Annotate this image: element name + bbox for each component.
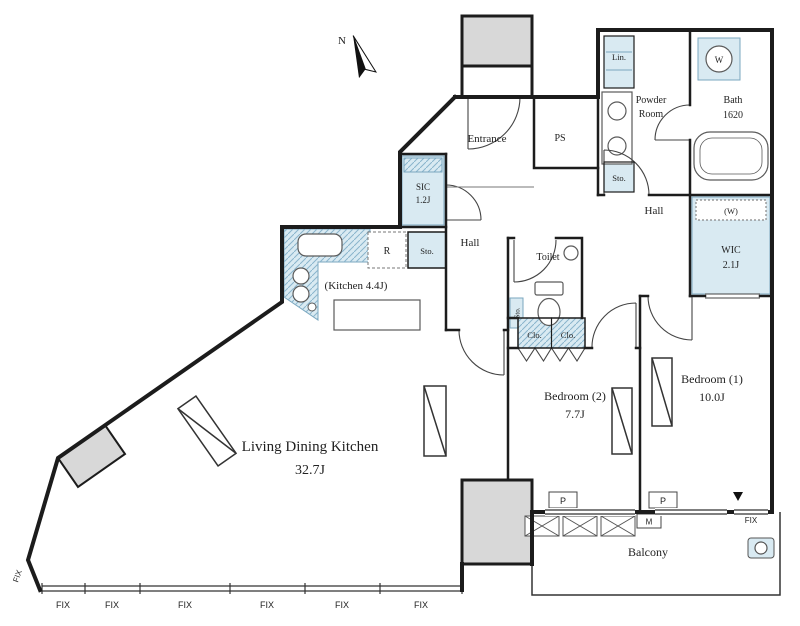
closet-folding-doors	[517, 346, 586, 363]
stove-burner-icon	[292, 267, 310, 285]
balcony-label: Balcony	[628, 545, 668, 559]
wic-size-label: 2.1J	[723, 260, 740, 271]
entrance-door	[467, 96, 521, 150]
room-columns	[176, 357, 673, 468]
sic-door	[445, 184, 482, 221]
pipe-right-label: P	[660, 496, 666, 506]
north-label: N	[338, 35, 346, 47]
closet-right-label: Clo.	[561, 330, 575, 340]
fix-label-3: FIX	[178, 600, 192, 610]
linen-label: Lin.	[612, 52, 626, 62]
bedroom1-label: Bedroom (1)	[681, 372, 743, 386]
toilet-storage-label: Sto.	[514, 307, 522, 318]
powder-storage-label: Sto.	[612, 173, 625, 183]
toilet-door	[513, 239, 557, 283]
toilet-tank	[534, 281, 564, 296]
bedroom1-size-label: 10.0J	[699, 390, 725, 404]
ldk-west-column	[176, 394, 238, 468]
kitchen-island	[333, 299, 421, 331]
refrigerator-space	[367, 231, 407, 269]
entrance-label: Entrance	[467, 133, 506, 145]
toilet-walls	[506, 236, 584, 320]
meter-label: M	[646, 518, 653, 527]
kitchen-sink	[297, 233, 343, 257]
refrigerator-label: R	[384, 246, 391, 257]
north-arrow-icon	[352, 35, 378, 79]
interior-walls	[398, 28, 774, 514]
fix-label-right: FIX	[745, 516, 758, 525]
ldk-label: Living Dining Kitchen	[242, 439, 379, 455]
window-marker-triangle	[733, 492, 743, 501]
ldk-size-label: 32.7J	[295, 463, 326, 478]
shaft-connector-walls	[460, 64, 534, 99]
linen-outline	[603, 35, 635, 89]
bedroom1-door	[647, 295, 693, 341]
ldk-east-column-brace	[423, 385, 447, 457]
vanity-basin	[607, 101, 627, 121]
west-exterior-wall	[25, 94, 458, 593]
stove-burner-icon	[307, 302, 317, 312]
ps-walls	[532, 95, 600, 170]
top-shaft-column	[460, 14, 534, 68]
linen-closet	[603, 35, 635, 89]
toilet-label: Toilet	[536, 252, 559, 263]
washer-icon	[705, 45, 733, 73]
bedroom2-door	[591, 302, 637, 349]
fixtures	[534, 45, 769, 555]
washer-alt-space	[695, 199, 767, 221]
bath-size-label: 1620	[723, 110, 743, 121]
powder-room-label-2: Room	[639, 109, 664, 120]
hall-front-label: Hall	[461, 237, 480, 249]
sic-size-label: 1.2J	[416, 195, 431, 205]
fix-label-2: FIX	[105, 600, 119, 610]
sic-label: SIC	[416, 182, 430, 192]
balcony-drain	[754, 541, 768, 555]
hall-rear-label: Hall	[645, 205, 664, 217]
bath-door	[654, 104, 691, 141]
powder-storage-outline	[603, 161, 635, 193]
structural-columns	[56, 14, 534, 566]
balcony-and-windows	[41, 491, 781, 596]
fix-label-left: FIX	[11, 568, 24, 583]
bedroom2-column-brace	[611, 387, 633, 455]
sic-shelf	[403, 157, 443, 173]
ldk-window-band	[41, 583, 463, 594]
bedroom2-size-label: 7.7J	[565, 407, 585, 421]
toilet-hand-basin	[563, 245, 579, 261]
wic-label: WIC	[721, 245, 741, 256]
washer-alt-label: (W)	[724, 206, 738, 216]
ps-label: PS	[554, 133, 565, 144]
washer-label: W	[715, 55, 724, 65]
kitchen-counter	[283, 228, 421, 331]
room-labels: Entrance PS Powder Room Bath 1620 W Lin.…	[242, 52, 743, 559]
toilet-bowl	[537, 297, 561, 327]
window-masks-top	[545, 508, 768, 516]
fix-label-6: FIX	[414, 600, 428, 610]
powder-room-label-1: Powder	[636, 95, 667, 106]
northeast-exterior-wall	[596, 28, 774, 514]
balcony-outline	[531, 512, 781, 596]
utility-labels: P P M FIX FIX FIX FIX FIX FIX FIX FIX	[11, 496, 758, 610]
closet-left-label: Clo.	[527, 330, 541, 340]
storage-fills	[401, 35, 775, 559]
bedroom1-column-brace	[651, 357, 673, 427]
bedroom2-label: Bedroom (2)	[544, 389, 606, 403]
southeast-column	[460, 478, 534, 566]
pipe-left-label: P	[560, 496, 566, 506]
compass: N	[338, 35, 378, 79]
hall-ldk-door	[458, 329, 505, 376]
sic-walls	[398, 152, 448, 229]
fix-label-4: FIX	[260, 600, 274, 610]
bathtub-inner	[699, 137, 763, 175]
kitchen-label: (Kitchen 4.4J)	[325, 280, 388, 292]
bath-label: Bath	[724, 95, 743, 106]
fix-label-5: FIX	[335, 600, 349, 610]
hall-storage-label: Sto.	[420, 246, 433, 256]
ac-unit-boxes	[524, 515, 636, 537]
fix-label-1: FIX	[56, 600, 70, 610]
stove-burner-icon	[292, 285, 310, 303]
hall-storage-outline	[407, 231, 447, 269]
